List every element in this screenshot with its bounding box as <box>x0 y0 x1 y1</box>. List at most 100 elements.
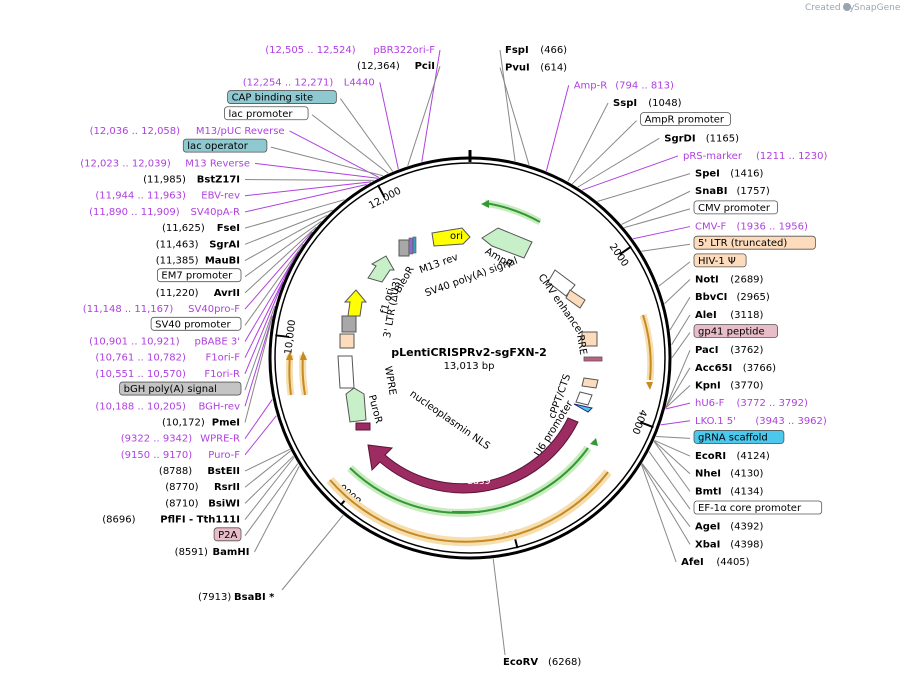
leader-line <box>658 261 691 287</box>
svg-text:EM7 promoter: EM7 promoter <box>161 271 233 282</box>
leader-line <box>244 179 374 181</box>
feature-ori <box>431 227 471 247</box>
svg-text:CMV promoter: CMV promoter <box>698 203 771 214</box>
svg-text:(4134): (4134) <box>730 486 763 497</box>
map-label-bsiwi: BsiWI (8710) <box>165 498 240 509</box>
map-label-noti: NotI(2689) <box>695 275 764 286</box>
map-label-rsrii: RsrII(8770) <box>165 482 240 493</box>
feature-nls <box>355 422 371 431</box>
feature-cas9-label: Cas9 <box>466 476 491 487</box>
leader-line <box>244 243 304 326</box>
svg-text:5' LTR (truncated): 5' LTR (truncated) <box>698 238 787 249</box>
svg-text:(2689): (2689) <box>730 275 763 286</box>
feature-puror-label: PuroR <box>366 394 384 425</box>
svg-text:(3770): (3770) <box>730 380 763 391</box>
tick-mark <box>377 184 386 198</box>
leader-line <box>654 439 691 457</box>
leader-line <box>339 98 394 172</box>
map-label-pbr322ori-f: pBR322ori-F(12,505 .. 12,524) <box>265 45 435 56</box>
svg-text:SV40pA-R: SV40pA-R <box>191 207 240 218</box>
map-label-em7-promoter: EM7 promoter <box>156 268 242 283</box>
feature-sv40-polya <box>398 239 410 257</box>
map-label-f1ori-r: F1ori-R(10,551 .. 10,570) <box>95 369 240 380</box>
svg-text:(1211 .. 1230): (1211 .. 1230) <box>756 151 828 162</box>
svg-text:(3766): (3766) <box>743 363 776 374</box>
svg-text:(11,220): (11,220) <box>156 288 199 299</box>
svg-text:SgrAI: SgrAI <box>209 239 240 250</box>
svg-text:lac operator: lac operator <box>187 141 248 152</box>
svg-text:gp41 peptide: gp41 peptide <box>698 326 765 337</box>
arrowheads <box>286 200 653 446</box>
created-by-text: Created by <box>805 3 855 13</box>
svg-text:XbaI: XbaI <box>695 539 720 550</box>
svg-text:M13 Reverse: M13 Reverse <box>185 158 250 169</box>
svg-text:(12,036 .. 12,058): (12,036 .. 12,058) <box>90 126 181 137</box>
plasmid-name: pLentiCRISPRv2-sgFXN-2 <box>391 346 547 359</box>
leader-line <box>577 137 660 188</box>
svg-text:(10,761 .. 10,782): (10,761 .. 10,782) <box>95 353 186 364</box>
leader-line <box>671 314 691 346</box>
svg-text:AvrII: AvrII <box>214 288 240 299</box>
plasmid-size: 13,013 bp <box>444 361 495 372</box>
map-label-bgh-poly-a-signal: bGH poly(A) signal <box>119 381 242 396</box>
map-label-paci: PacI(3762) <box>695 345 764 356</box>
map-label-grna-scaffold: gRNA scaffold <box>693 430 785 444</box>
svg-text:M13/pUC Reverse: M13/pUC Reverse <box>196 126 285 137</box>
leader-line <box>244 305 276 391</box>
svg-text:Acc65I: Acc65I <box>695 363 732 374</box>
svg-text:(4392): (4392) <box>730 522 763 533</box>
map-label-pbabe-3-: pBABE 3'(10,901 .. 10,921) <box>89 336 240 347</box>
feature-f1-ori <box>343 289 368 317</box>
svg-text:EcoRI: EcoRI <box>695 451 726 462</box>
leader-line <box>270 146 384 177</box>
feature-m13-rev-label: M13 rev <box>418 252 460 276</box>
svg-text:FseI: FseI <box>217 223 240 234</box>
svg-text:(12,254 .. 12,271): (12,254 .. 12,271) <box>243 77 334 88</box>
map-label-ef-1-core-promoter: EF-1α core promoter <box>693 500 823 515</box>
svg-text:(2965): (2965) <box>737 292 770 303</box>
svg-text:(10,188 .. 10,205): (10,188 .. 10,205) <box>95 401 186 412</box>
map-label-pflfi-tth111i: PflFI - Tth111I(8696) <box>102 515 240 526</box>
svg-text:(3118): (3118) <box>730 310 763 321</box>
map-label-cmv-f: CMV-F(1936 .. 1956) <box>695 222 808 233</box>
svg-text:SnaBI: SnaBI <box>695 186 727 197</box>
svg-text:(3772 .. 3792): (3772 .. 3792) <box>737 398 809 409</box>
svg-text:(4398): (4398) <box>730 539 763 550</box>
map-label-5-ltr-truncated-: 5' LTR (truncated) <box>693 235 816 250</box>
svg-text:(12,023 .. 12,039): (12,023 .. 12,039) <box>80 158 171 169</box>
leader-line <box>567 102 609 182</box>
map-label-bmti: BmtI(4134) <box>695 486 764 497</box>
svg-text:(11,985): (11,985) <box>143 175 186 186</box>
leader-line <box>671 332 691 358</box>
map-label-ecorv: EcoRV <box>503 657 538 668</box>
svg-text:(4130): (4130) <box>730 469 763 480</box>
svg-text:F1ori-F: F1ori-F <box>206 353 241 364</box>
map-label-bbvci: BbvCI(2965) <box>695 292 770 303</box>
svg-text:BsiWI: BsiWI <box>208 498 240 509</box>
map-label-acc65i: Acc65I (3766) <box>695 363 776 374</box>
svg-text:(12,505 .. 12,524): (12,505 .. 12,524) <box>265 45 356 56</box>
leader-line <box>621 190 691 225</box>
svg-text:(8710): (8710) <box>165 498 198 509</box>
svg-text:(11,463): (11,463) <box>156 239 199 250</box>
leader-line <box>624 208 691 229</box>
map-label-avrii: AvrII (11,220) <box>156 288 240 299</box>
feature-u6 <box>575 391 593 406</box>
svg-text:Puro-F: Puro-F <box>208 450 240 461</box>
tick-label: 10,000 <box>283 319 298 355</box>
svg-text:(10,551 .. 10,570): (10,551 .. 10,570) <box>95 369 186 380</box>
leader-line <box>656 436 691 439</box>
svg-text:SgrDI: SgrDI <box>664 133 695 144</box>
tick-label: 2000 <box>607 242 631 269</box>
map-label-wpre-r: WPRE-R(9322 .. 9342) <box>121 434 240 445</box>
map-label-lko-1-5-: LKO.1 5'(3943 .. 3962) <box>695 416 827 427</box>
leader-line <box>244 448 291 472</box>
svg-text:PvuI: PvuI <box>505 63 530 74</box>
leader-line <box>407 66 441 166</box>
svg-text:LKO.1 5': LKO.1 5' <box>695 416 736 427</box>
brand-text: SnapGene <box>854 3 901 13</box>
orf-arc-green-top <box>484 199 542 226</box>
svg-text:(11,944 .. 11,963): (11,944 .. 11,963) <box>95 191 186 202</box>
map-label-lac-promoter: lac promoter <box>224 106 309 121</box>
svg-text:(1757): (1757) <box>737 186 770 197</box>
